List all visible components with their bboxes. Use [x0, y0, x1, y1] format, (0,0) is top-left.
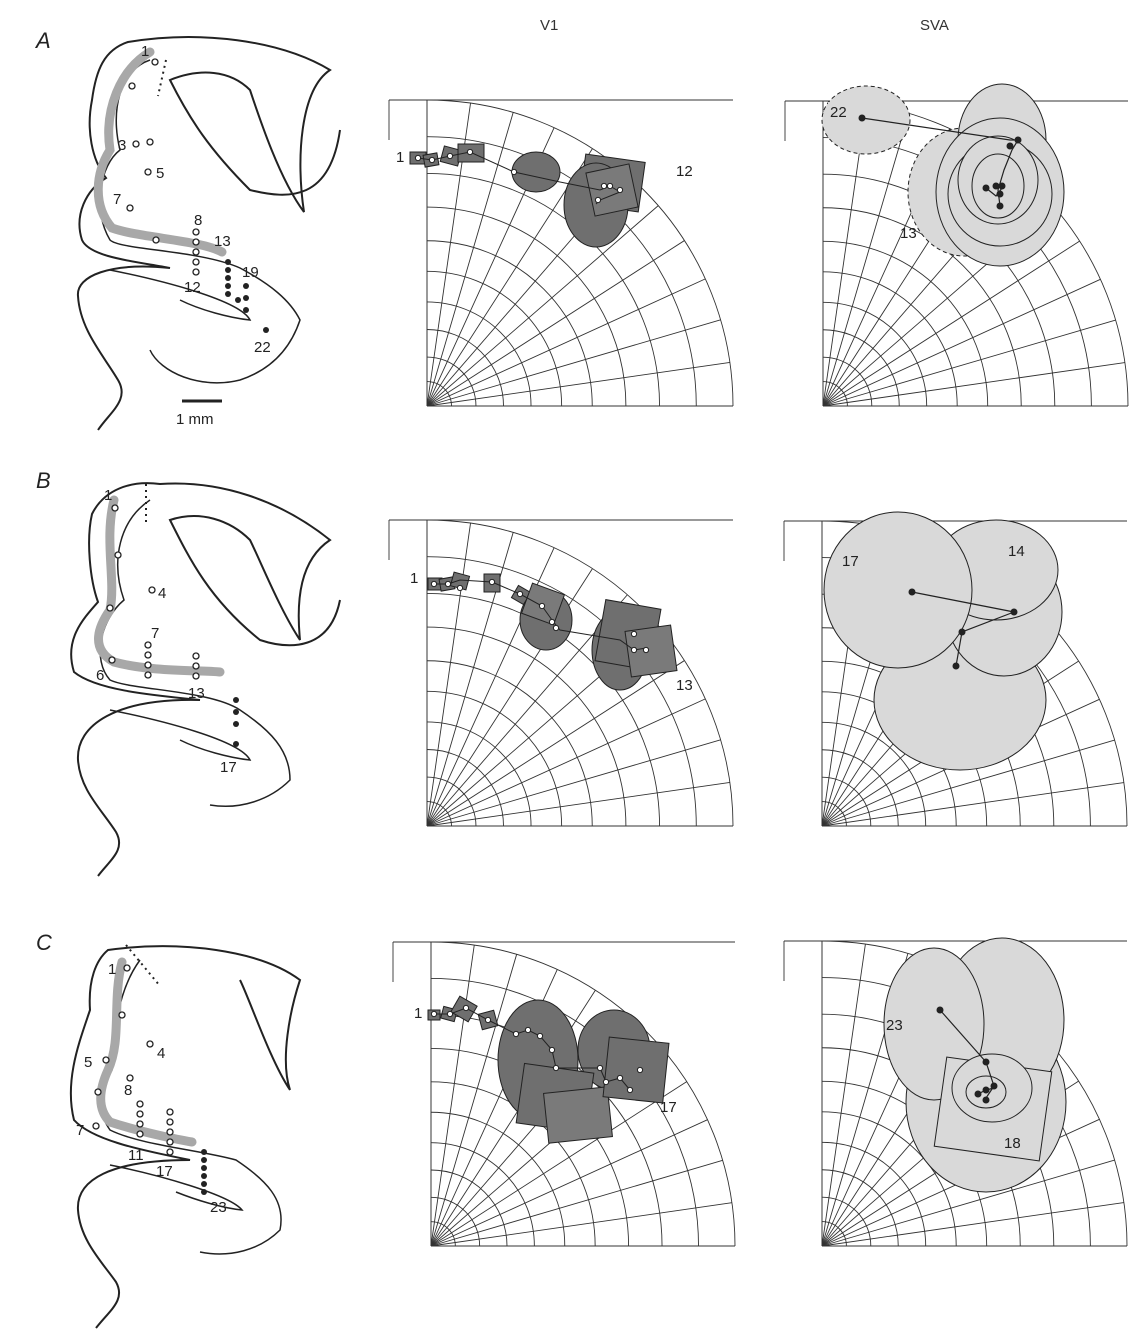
section-b-label: 17: [220, 759, 237, 776]
row-letter-a: A: [34, 28, 51, 53]
sva-label-b: 14: [1008, 543, 1025, 560]
sva-label-b: 17: [842, 553, 859, 570]
section-a-label: 7: [113, 191, 121, 208]
section-c-inner: [101, 960, 281, 1254]
grid-meridian: [427, 241, 684, 406]
v1-label-c: 17: [660, 1099, 677, 1116]
column-header-sva: SVA: [920, 17, 949, 34]
section-c-label: 23: [210, 1199, 227, 1216]
grid-meridian: [427, 320, 721, 406]
section-a-label: 19: [242, 264, 259, 281]
grid-meridian: [427, 362, 730, 406]
grid-meridian: [431, 945, 474, 1246]
sva-label-c: 23: [886, 1017, 903, 1034]
row-letter-c: C: [36, 930, 52, 955]
dotted-boundary-a: [158, 60, 166, 96]
section-c-label: 4: [157, 1045, 165, 1062]
section-c-label: 7: [76, 1122, 84, 1139]
grid-meridian: [823, 113, 909, 406]
grey-matter-band-c: [101, 962, 192, 1142]
grid-meridian: [427, 699, 705, 826]
receptive-fields-c-sva: [884, 938, 1066, 1192]
section-b-label: 4: [158, 585, 166, 602]
section-c-label: 8: [124, 1082, 132, 1099]
section-a-label: 5: [156, 165, 164, 182]
section-b-label: 7: [151, 625, 159, 642]
visual-field-grid-a-v1: [389, 100, 733, 406]
receptive-fields-a-v1: [410, 144, 645, 247]
receptive-fields-a-sva: [822, 84, 1064, 266]
section-b-label: 13: [188, 685, 205, 702]
grid-meridian: [822, 1203, 1124, 1246]
section-a-label: 8: [194, 212, 202, 229]
grid-eccentricity-arc: [427, 520, 733, 826]
grid-meridian: [823, 279, 1100, 406]
section-b-label: 6: [96, 667, 104, 684]
row-letter-b: B: [36, 468, 51, 493]
v1-label-c: 1: [414, 1005, 422, 1022]
scale-bar-label: 1 mm: [176, 411, 214, 428]
sva-label-a: 22: [830, 104, 847, 121]
grid-meridian: [822, 944, 865, 1246]
visual-field-grid-b-v1: [389, 520, 733, 826]
sva-label-a: 13: [900, 225, 917, 242]
section-b-label: 1: [104, 487, 112, 504]
grid-meridian: [823, 241, 1080, 406]
section-c-label: 1: [108, 961, 116, 978]
section-b-labels: 1 4 7 6 13 17: [96, 487, 237, 776]
column-header-v1: V1: [540, 17, 558, 34]
section-a-label: 22: [254, 339, 271, 356]
section-a-label: 3: [118, 137, 126, 154]
section-a-label: 13: [214, 233, 231, 250]
grid-meridian: [431, 954, 517, 1246]
grid-meridian: [427, 782, 730, 826]
v1-label-a: 12: [676, 163, 693, 180]
v1-label-b: 1: [410, 570, 418, 587]
receptive-fields-b-sva: [824, 512, 1062, 770]
section-c-label: 17: [156, 1163, 173, 1180]
section-b-sulcus: [110, 710, 250, 760]
grid-meridian: [431, 1160, 723, 1246]
recording-sites-b: [107, 505, 239, 747]
section-c-label: 11: [128, 1147, 144, 1164]
grid-meridian: [427, 279, 705, 406]
dotted-boundary-c: [126, 945, 160, 986]
grid-meridian: [822, 783, 1124, 826]
grid-meridian: [427, 740, 721, 826]
v1-label-b: 13: [676, 677, 693, 694]
receptive-fields-c-v1: [428, 996, 669, 1143]
grid-meridian: [823, 320, 1116, 406]
grid-meridian: [427, 661, 684, 826]
section-a-label: 1: [141, 43, 149, 60]
grid-meridian: [823, 363, 1125, 406]
v1-label-a: 1: [396, 149, 404, 166]
grid-meridian: [427, 523, 471, 826]
section-a-label: 12: [184, 279, 201, 296]
grid-meridian: [431, 1203, 732, 1246]
sva-label-c: 18: [1004, 1135, 1021, 1152]
section-c-label: 5: [84, 1054, 92, 1071]
